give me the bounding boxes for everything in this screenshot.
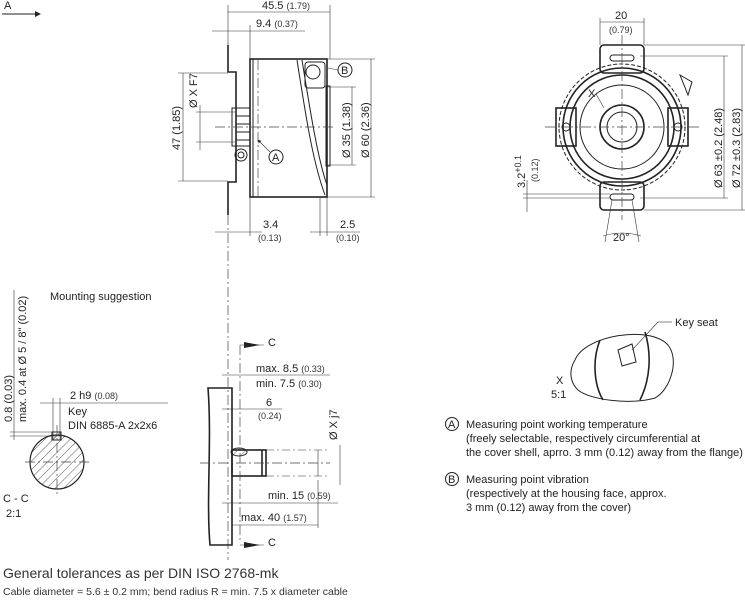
dim-35: Ø 35 (1.38)	[341, 102, 353, 158]
key-spec: DIN 6885-A 2x2x6	[68, 420, 157, 432]
housing-body	[249, 58, 328, 198]
mounting-suggestion-title: Mounting suggestion	[50, 291, 152, 303]
svg-text:A: A	[448, 419, 456, 431]
dim-max-40: max. 40 (1.57)	[241, 512, 307, 524]
svg-text:B: B	[341, 65, 348, 77]
dim-overall-length: 45.5 (1.79)	[262, 0, 310, 12]
connector	[304, 61, 326, 89]
dim-min-7-5: min. 7.5 (0.30)	[256, 378, 322, 390]
dim-2-5: 2.5	[340, 219, 355, 231]
dim-6: 6	[266, 397, 272, 409]
front-view: 20 (0.79) Ø 63 ±0.2 (2.48) Ø 72 ±0.3 (2.…	[513, 10, 745, 244]
dim-60: Ø 60 (2.36)	[360, 102, 372, 158]
dim-47: 47 (1.85)	[171, 106, 183, 150]
dim-min-15: min. 15 (0.59)	[268, 490, 331, 502]
key-section	[51, 431, 62, 441]
legend-item-b: B Measuring point vibration (respectivel…	[445, 472, 667, 514]
section-scale: 2:1	[6, 508, 21, 520]
svg-text:B: B	[448, 474, 455, 486]
legend-item-a: A Measuring point working temperature (f…	[445, 417, 743, 459]
section-cc: Mounting suggestion 0.8 (0.03) max. 0.4 …	[3, 290, 168, 520]
legend: A Measuring point working temperature (f…	[445, 417, 743, 514]
key-label: Key	[68, 406, 87, 418]
side-view: 45.5 (1.79) 9.4 (0.37) 47 (1.85) Ø X F7 …	[171, 0, 375, 560]
dim-3-4-in: (0.13)	[258, 233, 282, 243]
cable-outlet-contour	[296, 59, 326, 196]
detail-scale: 5:1	[551, 389, 566, 401]
dim-max-8-5: max. 8.5 (0.33)	[256, 363, 325, 375]
detail-name: X	[556, 375, 564, 387]
svg-text:(freely selectable, respective: (freely selectable, respectively circumf…	[466, 433, 700, 445]
dim-3-4: 3.4	[263, 219, 278, 231]
mounting-side-view: C C max. 8.5 (0.33) min. 7.5 (0.30) 6 (0…	[200, 337, 341, 549]
svg-text:the cover shell, aprro. 3 mm (: the cover shell, aprro. 3 mm (0.12) away…	[466, 447, 743, 459]
dim-63: Ø 63 ±0.2 (2.48)	[713, 108, 725, 188]
dim-bore: Ø X F7	[188, 73, 200, 108]
svg-text:A: A	[272, 152, 280, 164]
view-a-label: A	[4, 0, 12, 12]
key-seat	[617, 343, 637, 367]
dim-shaft: Ø X j7	[328, 409, 340, 440]
cut-label-top: C	[268, 337, 276, 349]
general-tolerances: General tolerances as per DIN ISO 2768-m…	[3, 565, 279, 581]
dim-20: 20	[615, 10, 627, 22]
dim-3-2: 3.2+0.1	[513, 155, 528, 188]
dim-72: Ø 72 ±0.3 (2.83)	[731, 108, 743, 188]
svg-text:Measuring point working temper: Measuring point working temperature	[466, 419, 648, 431]
dim-20-in: (0.79)	[609, 25, 633, 35]
drive-plate	[207, 387, 233, 546]
dim-6-in: (0.24)	[258, 411, 282, 421]
dim-3-2-in: (0.12)	[530, 158, 540, 182]
clamp-screw	[234, 148, 248, 162]
dim-flange-offset: 9.4 (0.37)	[256, 18, 298, 30]
detail-x-mark: X	[588, 88, 596, 100]
svg-text:3 mm (0.12) away from the cove: 3 mm (0.12) away from the cover)	[466, 502, 631, 514]
dim-max-0-4: max. 0.4 at Ø 5 / 8" (0.02)	[17, 296, 29, 422]
svg-text:Measuring point vibration: Measuring point vibration	[466, 474, 589, 486]
key-seat-label: Key seat	[675, 317, 718, 329]
cut-label-bottom: C	[268, 537, 276, 549]
view-a-indicator: A	[2, 0, 41, 17]
cable-note: Cable diameter = 5.6 ± 0.2 mm; bend radi…	[3, 586, 348, 598]
marker-a: A	[257, 139, 284, 165]
dim-angle: 20°	[613, 232, 630, 244]
detail-x: Key seat X 5:1	[551, 317, 718, 402]
dim-0-8: 0.8 (0.03)	[3, 375, 15, 422]
detail-outline	[570, 333, 674, 402]
dim-key-width: 2 h9 (0.08)	[70, 390, 118, 402]
svg-text:(respectively at the housing f: (respectively at the housing face, appro…	[466, 488, 667, 500]
clamp-ring	[231, 107, 251, 147]
dim-2-5-in: (0.10)	[336, 233, 360, 243]
marker-b: B	[327, 62, 353, 78]
section-name: C - C	[3, 493, 29, 505]
